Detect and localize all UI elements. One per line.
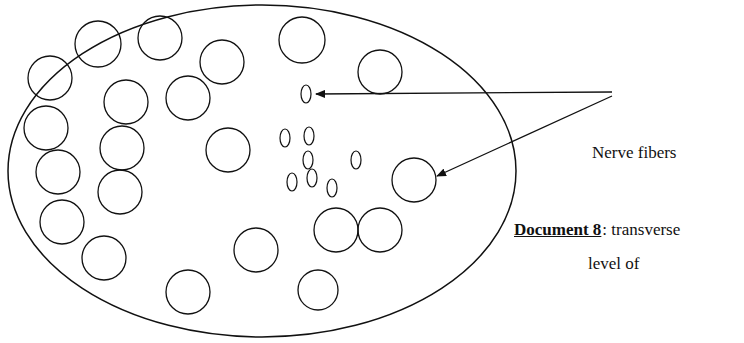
caption-text: level of xyxy=(588,254,639,274)
nerve-outline xyxy=(8,5,516,337)
leader-lines xyxy=(316,92,612,176)
small-fibers xyxy=(280,85,361,197)
callout-label: Nerve fibers xyxy=(592,143,677,163)
caption-text: : transverse xyxy=(602,220,680,240)
caption-text: Document 8 xyxy=(514,220,601,240)
large-fibers xyxy=(24,16,436,314)
